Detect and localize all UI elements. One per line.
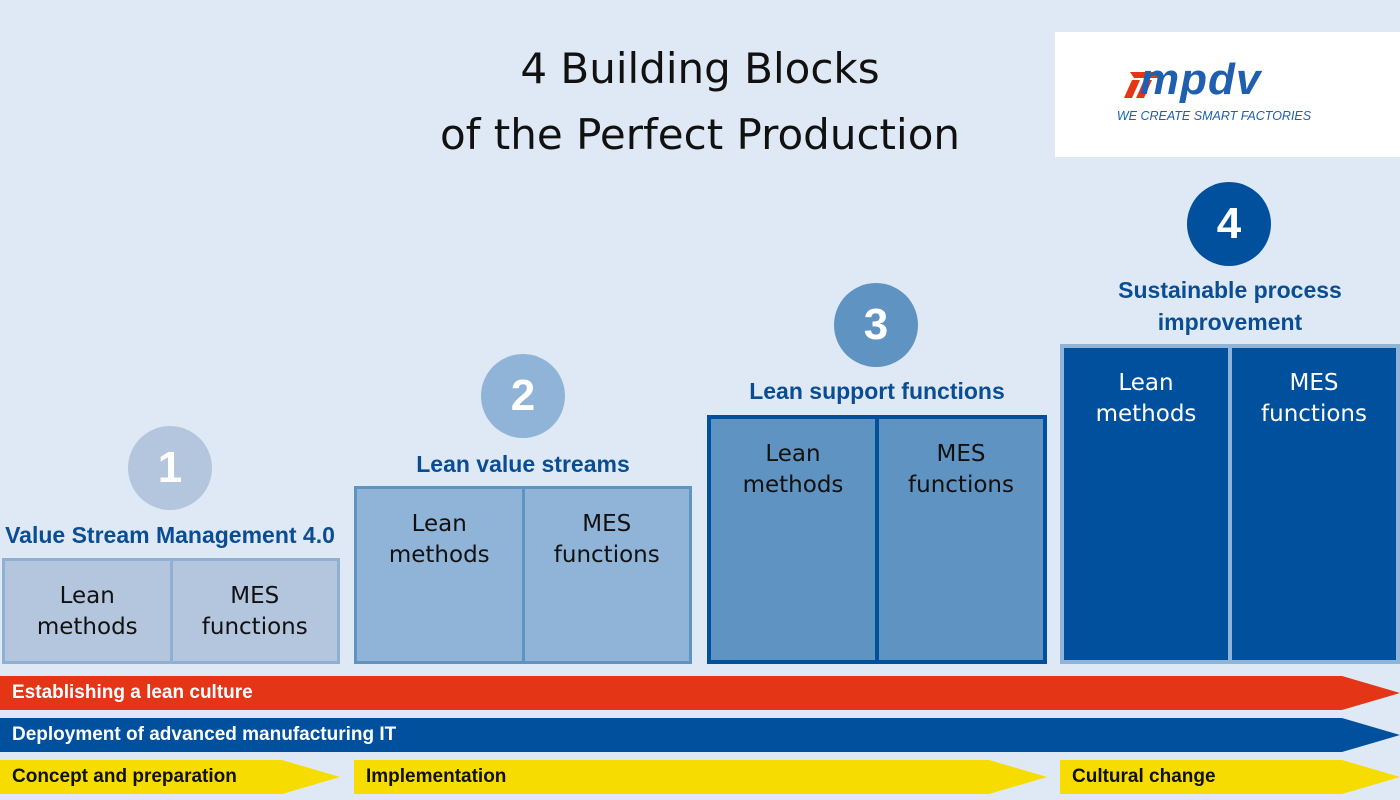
step-4-mes-functions: MES functions [1261, 370, 1367, 427]
phase-implementation-arrow: Implementation [354, 760, 1047, 794]
logo-panel [1055, 32, 1400, 157]
step-3-badge: 3 [834, 283, 918, 367]
step-1-mes-functions: MES functions [201, 583, 308, 640]
step-1-badge: 1 [128, 426, 212, 510]
step-3-mes-functions: MES functions [908, 441, 1014, 498]
step-4-lean-methods: Lean methods [1064, 348, 1232, 660]
step-2-mes-functions: MES functions [553, 511, 660, 568]
step-2-block: Lean methods MES functions [354, 486, 692, 664]
step-4-heading: Sustainable process improvement [1060, 274, 1400, 338]
step-4-badge: 4 [1187, 182, 1271, 266]
step-4-block: Lean methods MES functions [1060, 344, 1400, 664]
mpdv-logo-mark-icon [1124, 72, 1162, 98]
title-line-2: of the Perfect Production [439, 110, 961, 159]
logo-tagline: WE CREATE SMART FACTORIES [1116, 109, 1312, 123]
step-2-badge: 2 [481, 354, 565, 438]
step-1-lean-methods: Lean methods [5, 561, 173, 661]
step-1-block: Lean methods MES functions [2, 558, 340, 664]
lean-culture-arrow: Establishing a lean culture [0, 676, 1400, 710]
step-3-block: Lean methods MES functions [707, 415, 1047, 664]
manufacturing-it-arrow: Deployment of advanced manufacturing IT [0, 718, 1400, 752]
phase-cultural-change-arrow: Cultural change [1060, 760, 1400, 794]
step-4-heading-line-2: improvement [1157, 309, 1303, 335]
step-1-heading: Value Stream Management 4.0 [5, 522, 335, 548]
page-title: 4 Building Blocks of the Perfect Product… [350, 36, 1050, 168]
step-2-heading: Lean value streams [416, 451, 630, 477]
step-3-lean-methods: Lean methods [711, 419, 879, 660]
phase-concept-arrow: Concept and preparation [0, 760, 340, 794]
step-2-lean-methods: Lean methods [357, 489, 525, 661]
title-line-1: 4 Building Blocks [520, 44, 880, 93]
step-4-heading-line-1: Sustainable process [1118, 277, 1342, 303]
logo-wordmark: mpdv [1140, 55, 1262, 104]
step-3-heading: Lean support functions [749, 378, 1005, 404]
